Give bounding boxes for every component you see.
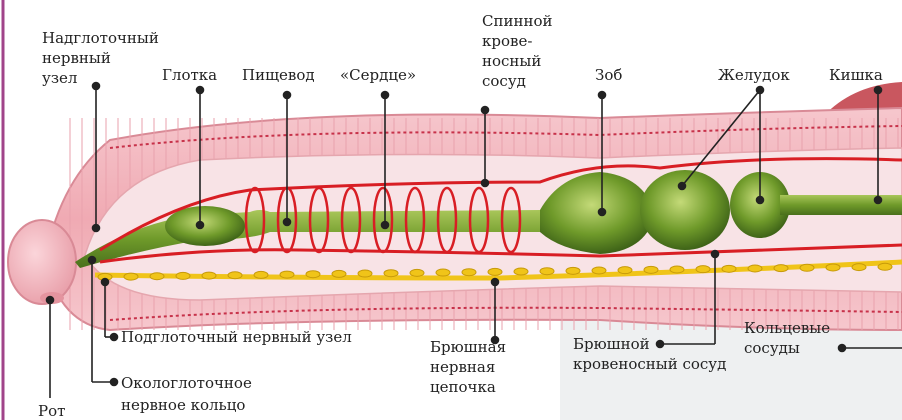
nerve-ganglion [696,266,710,273]
label-okologlotochnoe-2: нервное кольцо [121,396,245,414]
nerve-ganglion [176,272,190,279]
label-kishka: Кишка [829,66,883,84]
label-bryushnaya-2: нервная [430,358,495,376]
pharynx-organ [165,206,245,246]
nerve-ganglion [488,268,502,275]
label-spinnoy-2: крове- [482,32,532,50]
label-koltsevye-2: сосуды [744,339,800,357]
label-nadglotochny-3: узел [42,69,77,87]
label-pishchevod: Пищевод [242,66,315,84]
nerve-ganglion [748,265,762,272]
nerve-ganglion [306,271,320,278]
nerve-ganglion [462,269,476,276]
nerve-ganglion [280,271,294,278]
nerve-ganglion [852,264,866,271]
nerve-ganglion [592,267,606,274]
label-bryushnoy-2: кровеносный сосуд [573,355,726,373]
nerve-ganglion [800,264,814,271]
nerve-ganglion [358,270,372,277]
label-bryushnaya-3: цепочка [430,378,496,396]
nerve-ganglion [540,268,554,275]
nerve-ganglion [826,264,840,271]
label-bryushnoy-1: Брюшной [573,335,650,353]
nerve-ganglion [722,265,736,272]
nerve-ganglion [436,269,450,276]
nerve-ganglion [566,267,580,274]
nerve-ganglion [618,267,632,274]
label-nadglotochny-1: Надглоточный [42,29,159,47]
nerve-ganglion [228,272,242,279]
worm-head [8,220,76,304]
label-podglotochny: Подглоточный нервный узел [121,328,352,346]
nerve-ganglion [514,268,528,275]
nerve-ganglion [410,269,424,276]
label-bryushnaya-1: Брюшная [430,338,506,356]
label-spinnoy-4: сосуд [482,72,526,90]
nerve-ganglion [878,263,892,270]
nerve-ganglion [124,273,138,280]
label-koltsevye-1: Кольцевые [744,319,830,337]
label-spinnoy-3: носный [482,52,541,70]
label-rot: Рот [38,402,65,420]
label-zheludok: Желудок [718,66,790,84]
nerve-ganglion [774,265,788,272]
nerve-ganglion [150,273,164,280]
nerve-ganglion [332,270,346,277]
label-glotka: Глотка [162,66,217,84]
nerve-ganglion [670,266,684,273]
label-serdtse: «Сердце» [340,66,416,84]
label-zob: Зоб [595,66,622,84]
nerve-ganglion [644,266,658,273]
nerve-ganglion [202,272,216,279]
label-nadglotochny-2: нервный [42,49,111,67]
label-spinnoy-1: Спинной [482,12,553,30]
intestine-tube [780,195,902,215]
nerve-ganglion [384,270,398,277]
label-okologlotochnoe-1: Окологлоточное [121,374,252,392]
nerve-ganglion [254,271,268,278]
